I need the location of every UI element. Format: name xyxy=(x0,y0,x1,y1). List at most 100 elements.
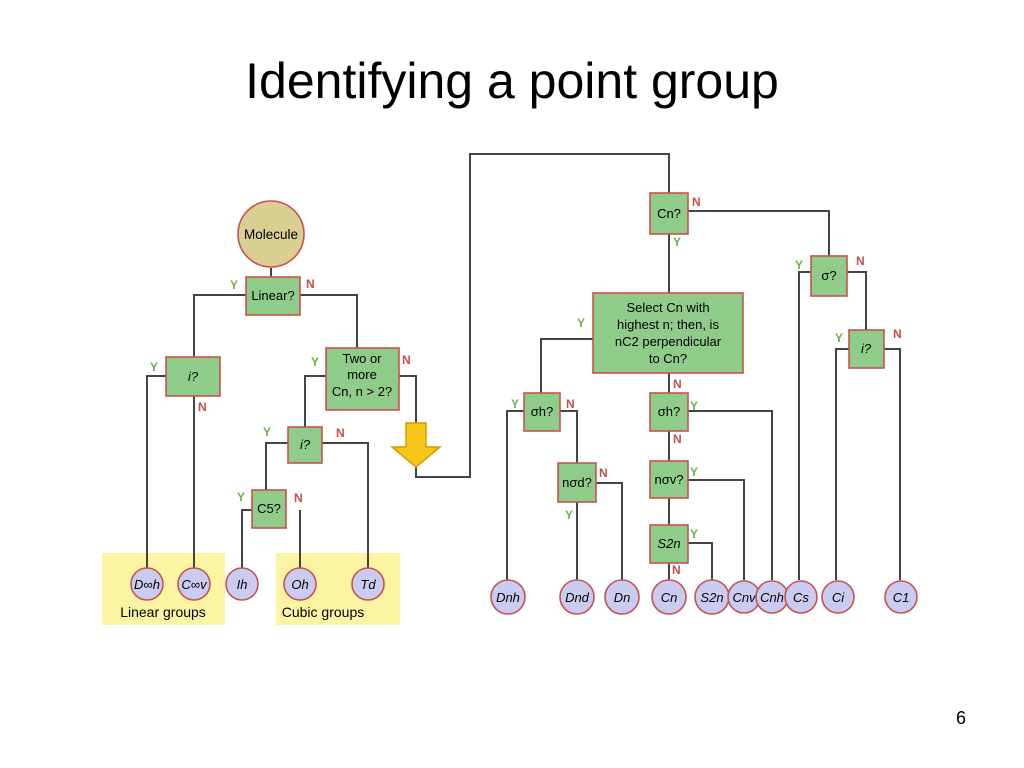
no-label: N xyxy=(402,353,411,367)
point-group-td: Td xyxy=(351,567,385,601)
s2n-question-text: S2n xyxy=(657,536,680,551)
linear-question: Linear? xyxy=(245,276,301,316)
point-group-c-inf-v: C∞v xyxy=(177,567,211,601)
no-label: N xyxy=(672,563,681,577)
yes-label: Y xyxy=(150,360,158,374)
sigma-h-mid-text: σh? xyxy=(658,404,680,419)
no-label: N xyxy=(566,397,575,411)
no-label: N xyxy=(306,277,315,291)
yes-label: Y xyxy=(673,235,681,249)
sigma-question: σ? xyxy=(810,255,848,297)
page-number: 6 xyxy=(955,708,966,728)
point-group-ih: Ih xyxy=(225,567,259,601)
point-group-cnv: Cnv xyxy=(727,580,761,614)
n-sigma-v-text: nσv? xyxy=(655,472,684,487)
select-cn-line-3: nC2 perpendicular xyxy=(615,334,722,349)
yes-label: Y xyxy=(690,399,698,413)
yes-label: Y xyxy=(565,508,573,522)
point-group-label: C∞v xyxy=(181,577,208,592)
molecule-label: Molecule xyxy=(244,227,298,242)
i-question-cubic: i? xyxy=(287,426,323,464)
point-group-ci: Ci xyxy=(821,580,855,614)
no-label: N xyxy=(198,400,207,414)
n-sigma-d-question: nσd? xyxy=(557,462,597,503)
s2n-question: S2n xyxy=(649,524,689,564)
select-cn-line-4: to Cn? xyxy=(649,351,687,366)
point-group-label: Ih xyxy=(237,577,248,592)
c5-question-text: C5? xyxy=(257,501,281,516)
yes-label: Y xyxy=(835,331,843,345)
i-question-right-text: i? xyxy=(861,341,872,356)
slide-title: Identifying a point group xyxy=(245,53,779,109)
no-label: N xyxy=(673,432,682,446)
two-or-more-line-3: Cn, n > 2? xyxy=(332,384,392,399)
point-group-leaves: D∞h C∞v Ih Oh Td Dnh Dnd Dn xyxy=(130,567,918,615)
point-group-cnh: Cnh xyxy=(755,580,789,614)
i-question-linear: i? xyxy=(165,356,221,397)
no-label: N xyxy=(673,377,682,391)
no-label: N xyxy=(599,466,608,480)
cn-question-text: Cn? xyxy=(657,206,681,221)
sigma-h-left-question: σh? xyxy=(523,392,561,432)
point-group-dn: Dn xyxy=(604,579,640,615)
point-group-label: Dnh xyxy=(496,590,520,605)
no-label: N xyxy=(692,195,701,209)
point-group-d-inf-h: D∞h xyxy=(130,567,164,601)
i-question-cubic-text: i? xyxy=(300,437,311,452)
yes-label: Y xyxy=(690,527,698,541)
point-group-label: Cs xyxy=(793,590,809,605)
point-group-c1: C1 xyxy=(884,580,918,614)
cn-question: Cn? xyxy=(649,192,689,235)
connector-lines xyxy=(146,153,901,580)
yes-label: Y xyxy=(237,490,245,504)
yes-label: Y xyxy=(311,355,319,369)
point-group-label: Cnv xyxy=(732,590,757,605)
point-group-cn: Cn xyxy=(651,579,687,615)
sigma-h-mid-question: σh? xyxy=(649,392,689,432)
select-cn-question: Select Cn with highest n; then, is nC2 p… xyxy=(592,292,744,374)
point-group-oh: Oh xyxy=(283,567,317,601)
two-or-more-question: Two or more Cn, n > 2? xyxy=(325,347,400,411)
molecule-node: Molecule xyxy=(237,200,305,268)
yes-label: Y xyxy=(690,465,698,479)
point-group-dnh: Dnh xyxy=(490,579,526,615)
point-group-cs: Cs xyxy=(784,580,818,614)
n-sigma-d-text: nσd? xyxy=(562,475,592,490)
linear-groups-label: Linear groups xyxy=(120,604,206,620)
i-question-right: i? xyxy=(848,329,885,369)
point-group-label: Ci xyxy=(832,590,845,605)
point-group-label: C1 xyxy=(893,590,910,605)
no-label: N xyxy=(856,254,865,268)
point-group-label: Td xyxy=(360,577,376,592)
point-group-label: D∞h xyxy=(134,577,160,592)
yes-label: Y xyxy=(230,278,238,292)
c5-question: C5? xyxy=(251,489,287,529)
yes-label: Y xyxy=(795,258,803,272)
point-group-dnd: Dnd xyxy=(559,579,595,615)
point-group-label: Oh xyxy=(291,577,308,592)
point-group-s2n: S2n xyxy=(694,579,730,615)
branch-labels: Y N Y N Y N Y N Y N N Y Y N Y N Y N N Y … xyxy=(150,195,902,577)
yes-label: Y xyxy=(577,316,585,330)
no-label: N xyxy=(294,491,303,505)
point-group-label: Dn xyxy=(614,590,631,605)
no-label: N xyxy=(893,327,902,341)
no-label: N xyxy=(336,426,345,440)
two-or-more-line-2: more xyxy=(347,367,377,382)
point-group-label: Cnh xyxy=(760,590,784,605)
yes-label: Y xyxy=(511,397,519,411)
select-cn-line-2: highest n; then, is xyxy=(617,317,719,332)
point-group-label: Cn xyxy=(661,590,678,605)
linear-question-text: Linear? xyxy=(251,288,294,303)
cubic-groups-label: Cubic groups xyxy=(282,604,365,620)
i-question-linear-text: i? xyxy=(188,369,199,384)
point-group-label: Dnd xyxy=(565,590,590,605)
down-arrow-icon xyxy=(389,422,443,468)
yes-label: Y xyxy=(263,425,271,439)
two-or-more-line-1: Two or xyxy=(342,351,382,366)
sigma-question-text: σ? xyxy=(821,268,836,283)
sigma-h-left-text: σh? xyxy=(531,404,553,419)
select-cn-line-1: Select Cn with xyxy=(626,300,709,315)
point-group-label: S2n xyxy=(700,590,723,605)
